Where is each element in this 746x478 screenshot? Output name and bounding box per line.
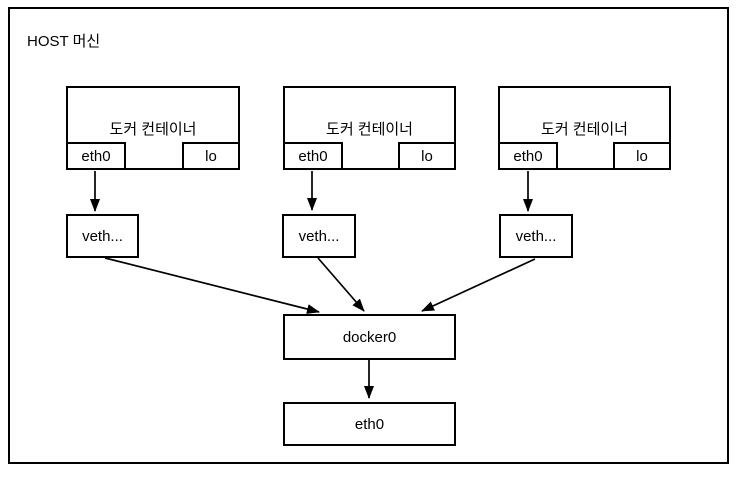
docker-container-title: 도커 컨테이너 xyxy=(541,120,628,138)
container-eth0-box: eth0 xyxy=(498,142,558,170)
veth-box-2: veth... xyxy=(282,214,356,258)
container-lo-box: lo xyxy=(182,142,240,170)
host-machine-label: HOST 머신 xyxy=(27,33,101,50)
container-eth0-box: eth0 xyxy=(283,142,343,170)
container-eth0-box: eth0 xyxy=(66,142,126,170)
docker-container-box-3: 도커 컨테이너 eth0 lo xyxy=(498,86,671,170)
docker-container-title: 도커 컨테이너 xyxy=(326,120,413,138)
container-lo-box: lo xyxy=(398,142,456,170)
host-eth0-box: eth0 xyxy=(283,402,456,446)
veth-box-3: veth... xyxy=(499,214,573,258)
docker-container-box-1: 도커 컨테이너 eth0 lo xyxy=(66,86,240,170)
veth-box-1: veth... xyxy=(66,214,139,258)
container-lo-box: lo xyxy=(613,142,671,170)
docker0-bridge-box: docker0 xyxy=(283,314,456,360)
docker-container-title: 도커 컨테이너 xyxy=(109,120,197,138)
docker-container-box-2: 도커 컨테이너 eth0 lo xyxy=(283,86,456,170)
